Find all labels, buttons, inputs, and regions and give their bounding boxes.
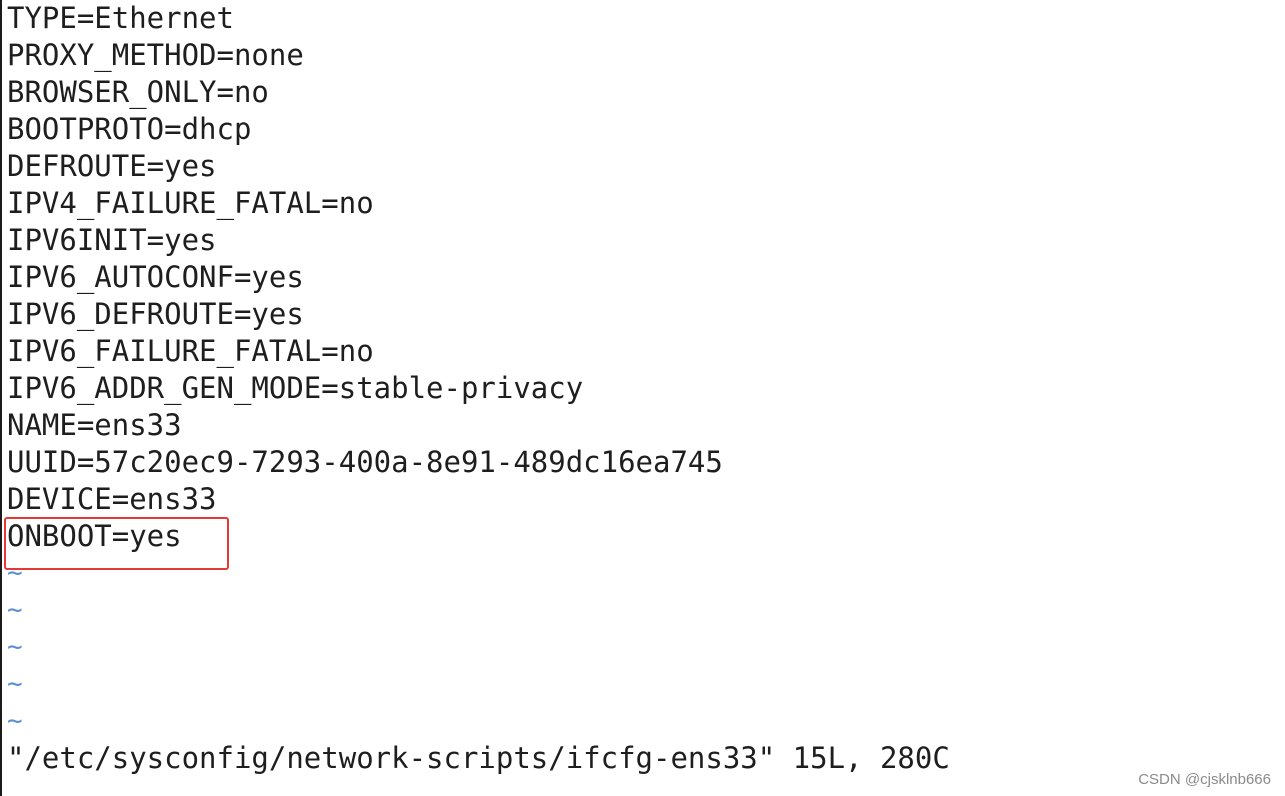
onboot-highlight-box xyxy=(4,517,229,570)
config-line-ipv4-failure-fatal: IPV4_FAILURE_FATAL=no xyxy=(7,186,374,220)
config-line-type: TYPE=Ethernet xyxy=(7,1,234,35)
config-line-bootproto: BOOTPROTO=dhcp xyxy=(7,112,252,146)
config-line-ipv6-autoconf: IPV6_AUTOCONF=yes xyxy=(7,260,304,294)
config-line-proxy-method: PROXY_METHOD=none xyxy=(7,38,304,72)
config-line-ipv6init: IPV6INIT=yes xyxy=(7,223,217,257)
tilde-marker: ~ xyxy=(7,632,23,662)
status-line: "/etc/sysconfig/network-scripts/ifcfg-en… xyxy=(7,741,950,775)
tilde-marker: ~ xyxy=(7,669,23,699)
config-line-device: DEVICE=ens33 xyxy=(7,482,217,516)
config-line-onboot: ONBOOT=yes xyxy=(7,519,182,553)
config-line-defroute: DEFROUTE=yes xyxy=(7,149,217,183)
config-line-ipv6-addr-gen-mode: IPV6_ADDR_GEN_MODE=stable-privacy xyxy=(7,371,584,405)
empty-line-markers: ~ ~ ~ ~ ~ xyxy=(7,555,23,740)
tilde-marker: ~ xyxy=(7,558,23,588)
config-line-ipv6-defroute: IPV6_DEFROUTE=yes xyxy=(7,297,304,331)
watermark: CSDN @cjsklnb666 xyxy=(1138,771,1271,788)
config-line-uuid: UUID=57c20ec9-7293-400a-8e91-489dc16ea74… xyxy=(7,445,723,479)
tilde-marker: ~ xyxy=(7,706,23,736)
config-line-name: NAME=ens33 xyxy=(7,408,182,442)
config-line-browser-only: BROWSER_ONLY=no xyxy=(7,75,269,109)
tilde-marker: ~ xyxy=(7,595,23,625)
file-buffer[interactable]: TYPE=Ethernet PROXY_METHOD=none BROWSER_… xyxy=(7,0,723,555)
config-line-ipv6-failure-fatal: IPV6_FAILURE_FATAL=no xyxy=(7,334,374,368)
